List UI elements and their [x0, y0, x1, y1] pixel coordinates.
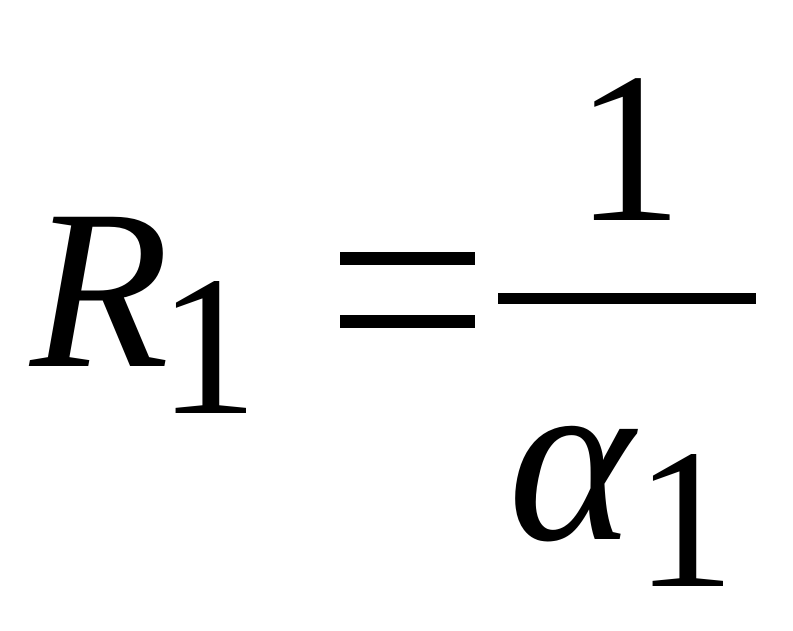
denominator-subscript: 1 — [635, 409, 735, 630]
lhs-subscript: 1 — [158, 236, 258, 457]
equals-bar-bottom — [340, 315, 475, 328]
fraction-bar — [498, 293, 756, 304]
lhs-variable: R — [30, 164, 170, 416]
fraction-numerator: 1 — [575, 28, 683, 267]
equals-bar-top — [340, 252, 475, 265]
denominator-variable: α — [508, 325, 634, 591]
